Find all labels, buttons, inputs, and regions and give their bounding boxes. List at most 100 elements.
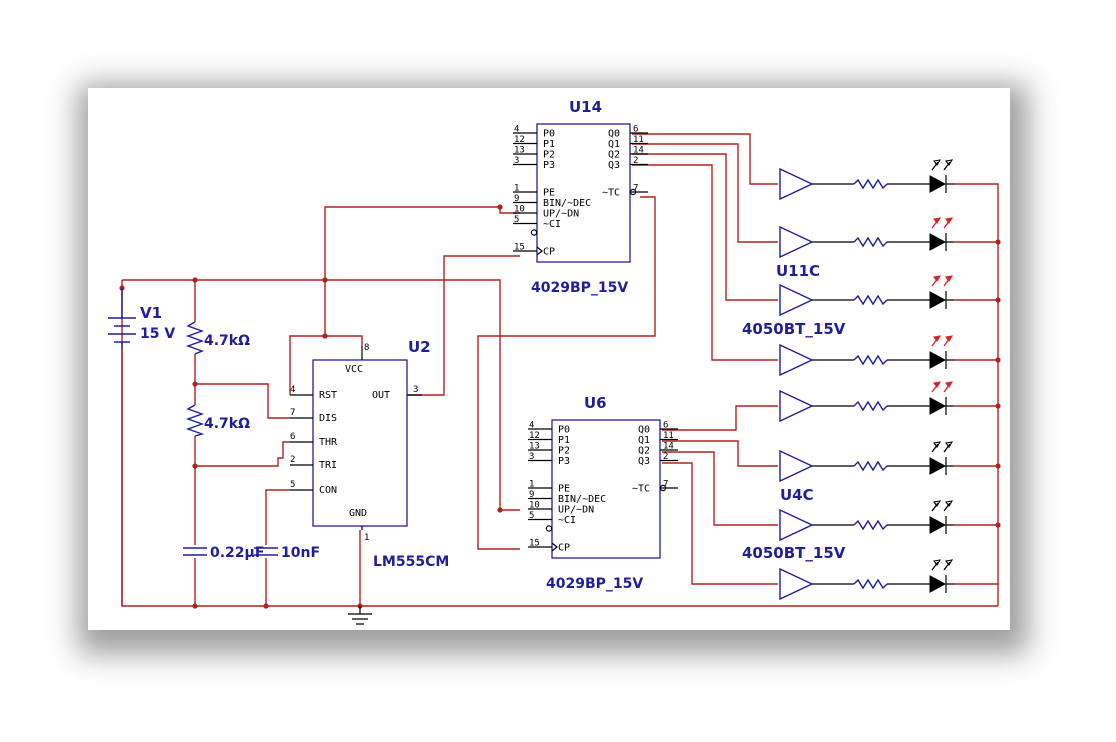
buffer-ref-u4c: U4C <box>780 486 814 504</box>
counter-out-label: Q0 <box>608 129 620 140</box>
led-driver-row <box>779 500 998 542</box>
counter-pin-number: 3 <box>514 156 519 166</box>
counter-pin-label: CP <box>558 543 570 554</box>
timer-num-vcc: 8 <box>364 343 369 353</box>
timer-pin-vcc: VCC <box>345 364 363 375</box>
timer-pin-dis: DIS <box>319 413 337 424</box>
counter-out-label: Q1 <box>608 139 620 150</box>
led-driver-row <box>779 381 998 423</box>
led-driver-row <box>779 159 954 201</box>
counter-pin-number: 9 <box>514 194 519 204</box>
timer-pin-thr: THR <box>319 437 338 448</box>
resistor-icon <box>853 236 888 248</box>
led-icon <box>929 291 947 309</box>
counter-pin-number: 1 <box>529 480 534 490</box>
counter-pin-label: ~CI <box>558 515 576 526</box>
timer-pin-out: OUT <box>372 390 390 401</box>
counter-pin-number: 10 <box>529 501 540 511</box>
resistor-r2: 4.7kΩ <box>185 404 250 437</box>
led-driver-row <box>779 441 998 483</box>
counter-out-label: Q3 <box>608 160 620 171</box>
counter-pin-label: PE <box>558 484 570 495</box>
timer-num-thr: 6 <box>290 432 295 442</box>
resistor-icon <box>853 294 888 306</box>
counter-pin-number: 1 <box>514 184 519 194</box>
capacitor-c1-value: 0.22µF <box>210 545 264 561</box>
counter-pin-number: 9 <box>529 490 534 500</box>
buffer-part-u11c: 4050BT_15V <box>742 320 846 338</box>
buffer-part-u4c: 4050BT_15V <box>742 544 846 562</box>
buffer-icon <box>779 343 814 377</box>
counter-pin-label: P0 <box>558 425 570 436</box>
counter-out-number: 6 <box>663 421 668 431</box>
counter-pin-number: 4 <box>514 125 519 135</box>
timer-num-rst: 4 <box>290 385 295 395</box>
resistor-r1-value: 4.7kΩ <box>204 333 250 349</box>
source-value: 15 V <box>140 326 175 342</box>
counter-out-label: Q3 <box>638 456 650 467</box>
resistor-icon <box>853 400 888 412</box>
counter-pin-number: 4 <box>529 421 534 431</box>
timer-num-tri: 2 <box>290 455 295 465</box>
counter-pin-number: 10 <box>514 205 525 215</box>
counter-pin-number: 13 <box>529 442 540 452</box>
resistor-icon <box>853 178 888 190</box>
counter-pin-number: 12 <box>514 135 525 145</box>
counter-pin-label: UP/~DN <box>543 209 579 220</box>
led-icon <box>929 457 947 475</box>
counter-out-number: 11 <box>633 135 644 145</box>
resistor-r1: 4.7kΩ <box>185 321 250 355</box>
source-ref: V1 <box>140 304 162 322</box>
led-icon <box>929 397 947 415</box>
counter-out-label: ~TC <box>602 188 620 199</box>
timer-ref: U2 <box>408 338 431 356</box>
led-driver-row <box>779 217 998 259</box>
resistor-icon <box>853 519 888 531</box>
buffer-ref-u11c: U11C <box>776 262 820 280</box>
led-icon <box>929 233 947 251</box>
led-driver-row <box>779 335 998 377</box>
counter-out-number: 7 <box>633 184 638 194</box>
counter-pin-label: P2 <box>558 446 570 457</box>
resistor-icon <box>853 354 888 366</box>
counter-u14: P04P112P213P33PE1BIN/~DEC9UP/~DN10~CI5CP… <box>513 98 648 296</box>
counter-pin-number: 15 <box>514 243 525 253</box>
counter-pin-number: 5 <box>529 511 534 521</box>
counter-out-number: 2 <box>633 156 638 166</box>
led-driver-row <box>779 559 998 601</box>
counter-out-label: Q2 <box>638 446 650 457</box>
counter-out-number: 7 <box>663 480 668 490</box>
led-icon <box>929 575 947 593</box>
buffer-icon <box>779 508 814 542</box>
capacitor-c2-value: 10nF <box>281 545 320 561</box>
counter-out-label: Q0 <box>638 425 650 436</box>
resistor-r2-value: 4.7kΩ <box>204 416 250 432</box>
buffer-icon <box>779 225 814 259</box>
timer-pin-gnd: GND <box>349 508 367 519</box>
led-icon <box>929 351 947 369</box>
resistor-icon <box>853 460 888 472</box>
timer-u2: U2 LM555CM VCC RST DIS THR TRI CON OUT G… <box>290 338 449 570</box>
counter-pin-label: P2 <box>543 150 555 161</box>
voltage-source-v1: V1 15 V <box>108 288 175 350</box>
counter-pin-number: 13 <box>514 146 525 156</box>
timer-part: LM555CM <box>373 554 449 570</box>
outputs-layer <box>779 159 998 601</box>
led-driver-row <box>779 275 998 317</box>
counter-out-label: ~TC <box>632 484 650 495</box>
timer-num-con: 5 <box>290 480 295 490</box>
led-icon <box>929 175 947 193</box>
counter-out-label: Q1 <box>638 435 650 446</box>
counter-out-number: 6 <box>633 125 638 135</box>
buffer-icon <box>779 389 814 423</box>
counter-out-number: 11 <box>663 431 674 441</box>
counter-pin-number: 15 <box>529 539 540 549</box>
capacitor-c1: 0.22µF <box>183 545 264 561</box>
timer-pin-con: CON <box>319 485 337 496</box>
counter-part: 4029BP_15V <box>531 280 628 296</box>
buffer-icon <box>779 567 814 601</box>
counter-pin-label: ~CI <box>543 219 561 230</box>
counter-pin-label: P1 <box>558 435 570 446</box>
led-icon <box>929 516 947 534</box>
